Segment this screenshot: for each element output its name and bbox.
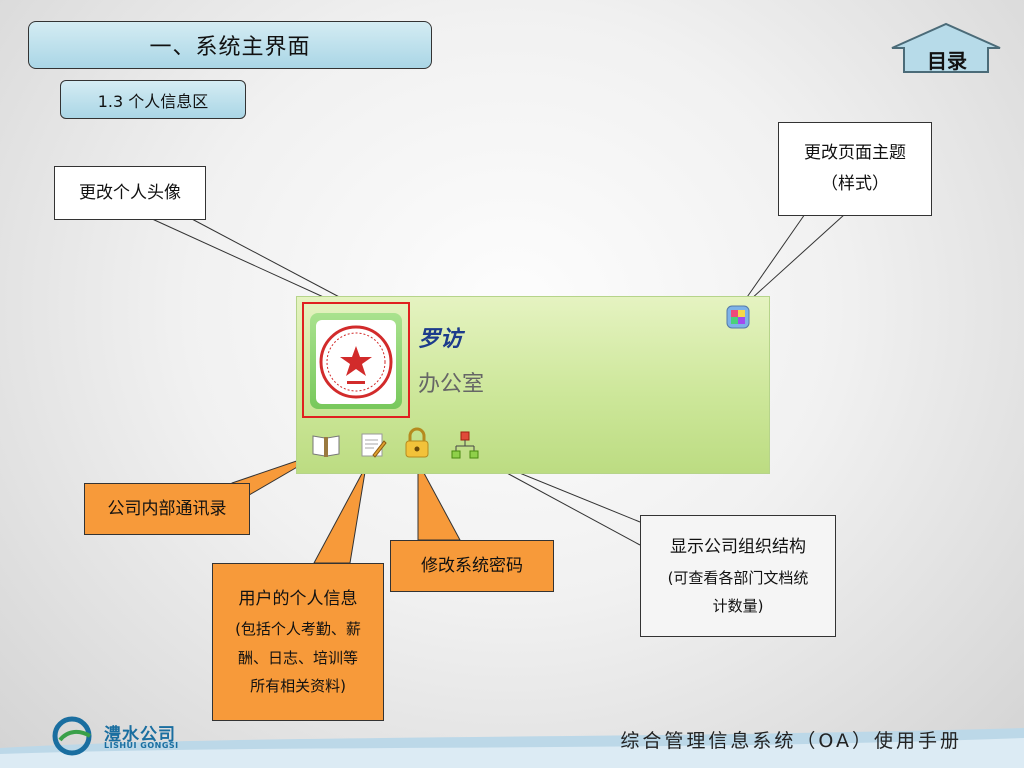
callout-contacts: 公司内部通讯录 — [84, 483, 250, 535]
callout-personal-info-line1: 用户的个人信息 — [238, 589, 358, 610]
callout-personal-info-line4: 所有相关资料) — [250, 677, 346, 696]
user-name: 罗访 — [418, 327, 463, 352]
callout-contacts-text: 公司内部通讯录 — [107, 498, 227, 519]
home-icon[interactable] — [888, 22, 1004, 74]
address-book-icon[interactable] — [311, 430, 341, 460]
subsection-title: 1.3 个人信息区 — [60, 80, 246, 119]
callout-personal-info: 用户的个人信息 (包括个人考勤、薪 酬、日志、培训等 所有相关资料) — [212, 563, 384, 721]
notepad-icon[interactable] — [358, 430, 388, 460]
callout-change-theme-line1: 更改页面主题 — [804, 143, 906, 164]
theme-icon[interactable] — [723, 302, 753, 332]
avatar-highlight-frame — [302, 302, 410, 418]
company-logo-icon — [52, 716, 92, 756]
lock-icon[interactable] — [402, 427, 432, 458]
company-logo-name: 澧水公司 — [104, 725, 176, 745]
callout-org-line2: (可查看各部门文档统 — [667, 568, 809, 587]
callout-change-avatar-text: 更改个人头像 — [79, 182, 181, 203]
manual-title: 综合管理信息系统（OA）使用手册 — [620, 730, 962, 752]
footer-band — [0, 728, 1024, 768]
callout-personal-info-line3: 酬、日志、培训等 — [237, 648, 358, 667]
callout-org-line1: 显示公司组织结构 — [670, 537, 806, 558]
callout-change-theme: 更改页面主题 （样式） — [778, 122, 932, 216]
avatar[interactable] — [316, 320, 396, 404]
user-department: 办公室 — [418, 372, 485, 397]
callout-change-avatar: 更改个人头像 — [54, 166, 206, 220]
callout-change-password: 修改系统密码 — [390, 540, 554, 592]
callout-change-password-text: 修改系统密码 — [421, 555, 523, 576]
section-title: 一、系统主界面 — [28, 21, 432, 69]
toc-button-label[interactable]: 目录 — [927, 48, 967, 73]
company-seal-icon — [319, 325, 393, 399]
callout-personal-info-line2: (包括个人考勤、薪 — [235, 620, 361, 639]
org-chart-icon[interactable] — [450, 430, 480, 460]
callout-change-theme-line2: （样式） — [821, 174, 889, 194]
company-logo-pinyin: LISHUI GONGSI — [104, 741, 179, 750]
callout-org-structure: 显示公司组织结构 (可查看各部门文档统 计数量) — [640, 515, 836, 637]
callout-org-line3: 计数量) — [712, 597, 764, 616]
